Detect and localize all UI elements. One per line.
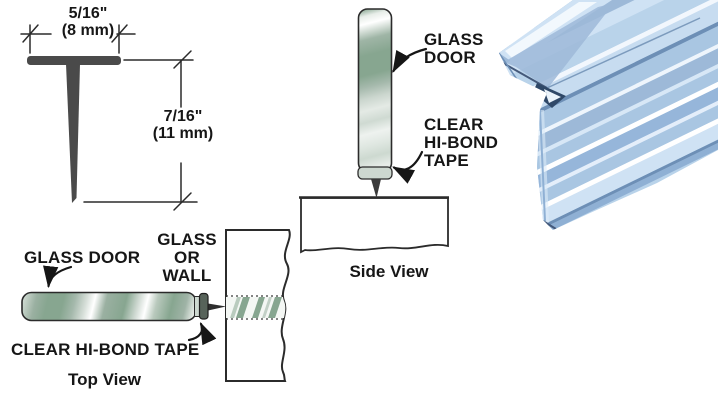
side-view-caption: Side View xyxy=(349,262,429,281)
glass-door-side xyxy=(357,8,393,173)
seal-head-top xyxy=(198,292,209,320)
top-view-wall-label: GLASS OR WALL xyxy=(152,230,222,286)
wiper-fin-top xyxy=(208,303,226,311)
side-view-tape-label-line3: TAPE xyxy=(424,151,469,171)
arrow-tape-top xyxy=(187,322,217,346)
arrow-glass-door-top xyxy=(43,265,73,289)
height-dimension-mm: (11 mm) xyxy=(152,124,214,142)
top-view-drawing xyxy=(21,229,291,382)
side-view-tape-label: CLEAR HI-BOND TAPE xyxy=(424,115,499,171)
top-view-tape-label: CLEAR HI-BOND TAPE xyxy=(11,340,200,359)
top-view-caption: Top View xyxy=(67,370,142,389)
width-dimension-label: 5/16" (8 mm) xyxy=(44,5,132,40)
wiper-fin-side xyxy=(371,179,381,198)
hidden-glass-band xyxy=(226,295,290,320)
surface-panel xyxy=(300,197,449,254)
profile-fin-section xyxy=(66,64,80,203)
dimension-lines xyxy=(20,24,198,211)
callout-arrows xyxy=(43,47,428,346)
side-view-tape-label-line2: HI-BOND xyxy=(424,133,499,153)
top-view-wall-label-line2: OR xyxy=(174,248,200,268)
side-view-tape-label-line1: CLEAR xyxy=(424,115,484,134)
top-view-wall-label-line3: WALL xyxy=(162,266,212,286)
arrow-glass-door-side xyxy=(392,47,428,73)
flange-underside xyxy=(504,3,614,88)
side-view-glass-door-label: GLASS DOOR xyxy=(424,30,484,68)
top-view-wall-label-line1: GLASS xyxy=(157,230,217,249)
side-view-glass-door-label-line1: GLASS xyxy=(424,30,484,49)
side-view-glass-door-label-line2: DOOR xyxy=(424,48,476,68)
side-view-drawing xyxy=(299,8,449,254)
profile-head-section xyxy=(27,56,121,65)
width-dimension-mm: (8 mm) xyxy=(61,21,115,39)
width-dimension-inches: 5/16" xyxy=(68,5,108,22)
dimension-drawing xyxy=(20,24,198,211)
tape-seal-base-side xyxy=(357,166,393,180)
arrow-tape-side xyxy=(392,150,424,184)
glass-door-top xyxy=(21,291,197,322)
height-dimension-label: 7/16" (11 mm) xyxy=(138,108,228,143)
top-view-glass-door-label: GLASS DOOR xyxy=(24,248,141,267)
height-dimension-inches: 7/16" xyxy=(163,108,203,125)
